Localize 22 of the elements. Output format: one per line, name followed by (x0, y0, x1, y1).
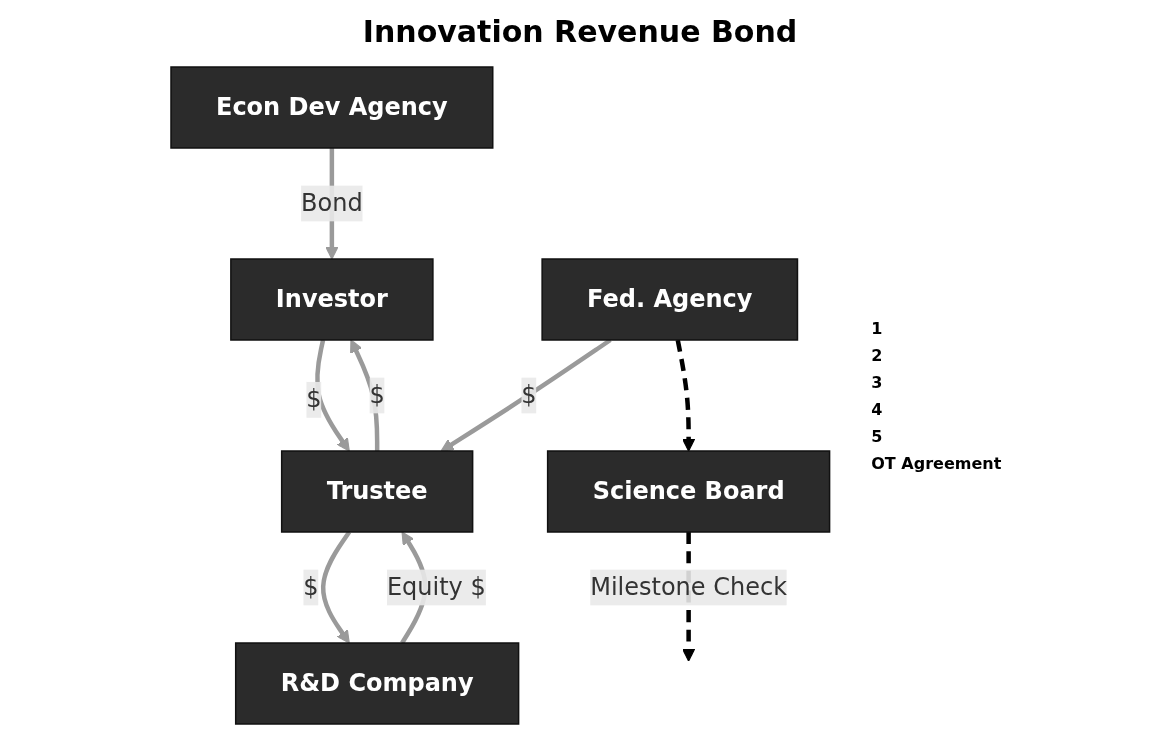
node-box: Science Board (546, 450, 830, 533)
title: Innovation Revenue Bond (362, 14, 798, 49)
node-box: Investor (229, 258, 434, 341)
node-box: R&D Company (234, 642, 519, 725)
edge-label: Milestone Check (589, 572, 787, 601)
edge-label: $ (303, 572, 319, 601)
note-text: 3 (871, 372, 884, 392)
edge-label: Equity $ (386, 572, 486, 601)
node-box: Fed. Agency (541, 258, 798, 341)
note-text: 1 (871, 318, 884, 338)
note-text: 5 (871, 426, 884, 446)
edge-label: $ (521, 380, 537, 409)
note-text: 2 (871, 345, 884, 365)
edge-label: $ (369, 380, 385, 409)
node-box: Trustee (280, 450, 474, 533)
note-text: OT Agreement (871, 453, 1002, 473)
node-box: Econ Dev Agency (169, 66, 494, 149)
note-text: 4 (871, 399, 884, 419)
arrow (314, 339, 350, 452)
edge-label: Bond (300, 188, 363, 217)
edge-label: $ (306, 384, 322, 414)
arrow (675, 339, 695, 452)
